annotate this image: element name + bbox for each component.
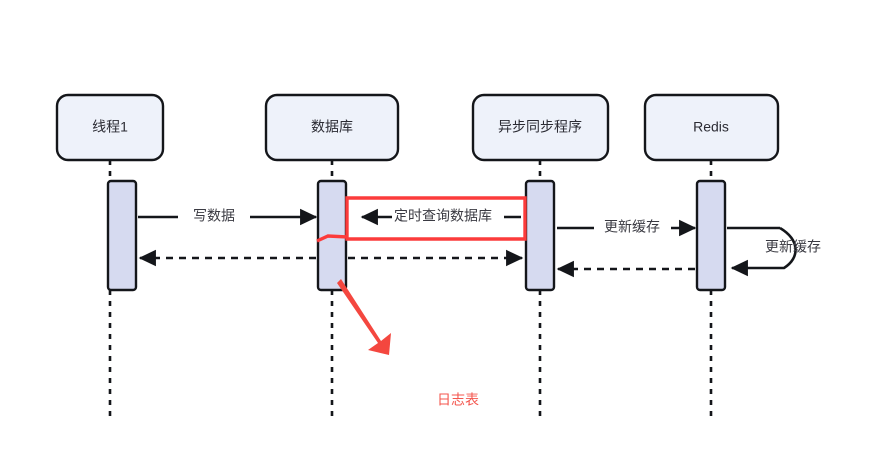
message-label: 更新缓存 (765, 239, 821, 255)
annotation-highlight-rectangle (316, 196, 527, 243)
annotation-label-log-table: 日志表 (437, 392, 479, 408)
participant-label: 数据库 (311, 119, 353, 135)
participant-database[interactable]: 数据库 (264, 93, 400, 162)
message-write-data[interactable]: 写数据 (138, 208, 318, 226)
participant-label: 异步同步程序 (498, 119, 582, 135)
message-label: 写数据 (193, 208, 235, 224)
message-update-cache[interactable]: 更新缓存 (557, 219, 697, 237)
message-label: 更新缓存 (604, 219, 660, 235)
activation-bar-redis (695, 179, 727, 292)
message-scheduled-query-database[interactable]: 定时查询数据库 (360, 208, 521, 226)
participant-redis[interactable]: Redis (643, 93, 780, 162)
self-loop-return-segment (730, 226, 797, 277)
red-pointer-arrow (337, 279, 391, 355)
message-label: 定时查询数据库 (394, 208, 492, 224)
activation-bar-async-sync (524, 179, 556, 292)
message-update-cache-self-loop[interactable]: 更新缓存 (727, 226, 821, 277)
red-highlight-outline (316, 196, 527, 243)
annotation-log-table-pointer: 日志表 (337, 279, 479, 408)
participant-async-sync[interactable]: 异步同步程序 (471, 93, 610, 162)
participant-thread1[interactable]: 线程1 (55, 93, 165, 162)
activation-bar-thread1 (106, 179, 138, 292)
participant-label: 线程1 (92, 119, 128, 135)
participant-label: Redis (693, 119, 729, 135)
